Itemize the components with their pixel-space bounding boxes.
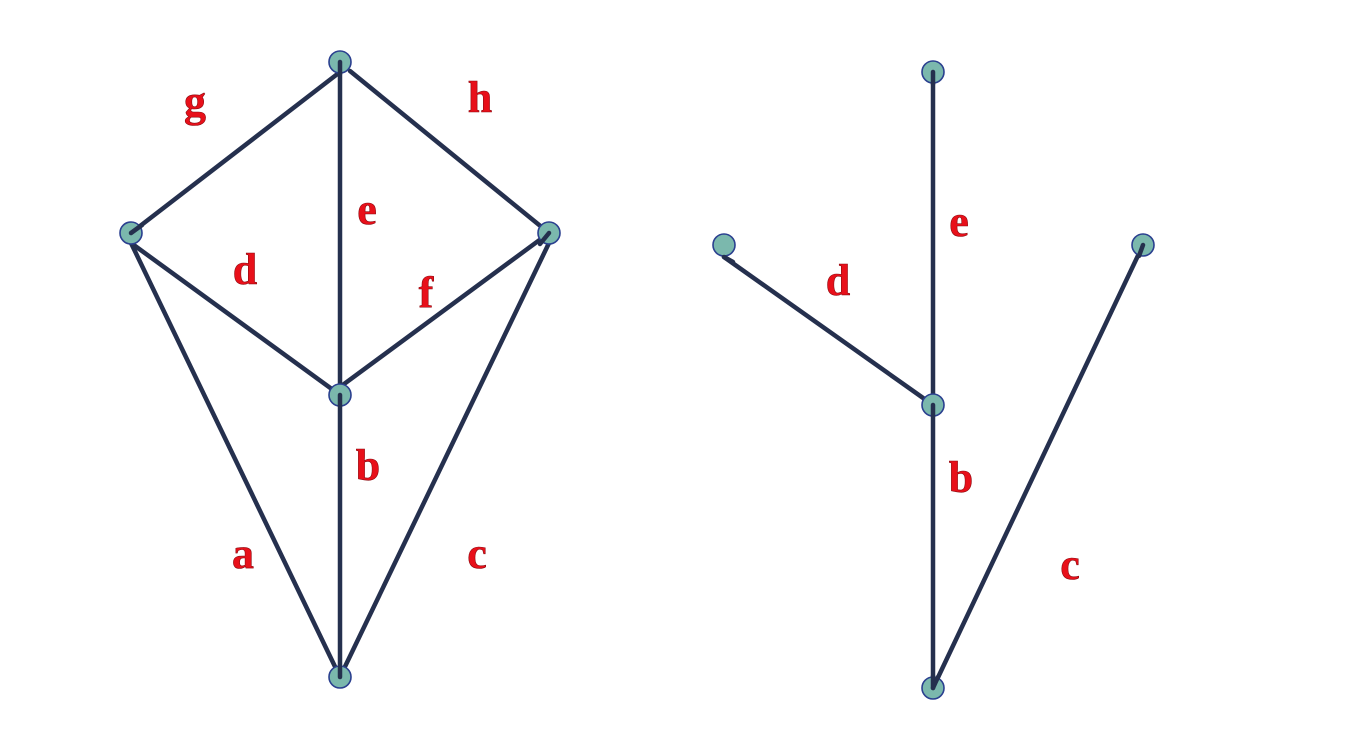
tree-label-d: d [826,256,850,305]
tree-edge-c-stub [1136,242,1146,259]
edge-h [347,68,552,236]
tree-edge-d-stub [721,254,736,265]
edge-g-stub [128,222,145,236]
label-b: b [356,441,380,490]
edge-a [128,240,343,680]
edge-f [337,230,552,390]
edge-h-stub [537,230,552,247]
label-c: c [467,529,487,578]
edge-g [128,69,343,236]
tree-label-e: e [949,197,969,246]
tree-edge-c-bottom-stub [930,674,941,691]
label-g: g [184,77,206,126]
full-graph: g h e d f b a c [119,50,561,689]
tree-label-c: c [1060,540,1080,589]
label-e: e [357,185,377,234]
edge-d [128,240,343,398]
tree-label-b: b [949,453,973,502]
label-h: h [468,73,492,122]
spanning-tree: e d b c [712,60,1155,700]
tree-node-left [712,233,736,257]
edge-c [337,240,552,680]
tree-edge-d [721,254,936,408]
label-d: d [233,245,257,294]
label-a: a [232,529,254,578]
tree-edge-c [930,242,1146,691]
label-f: f [419,268,435,317]
